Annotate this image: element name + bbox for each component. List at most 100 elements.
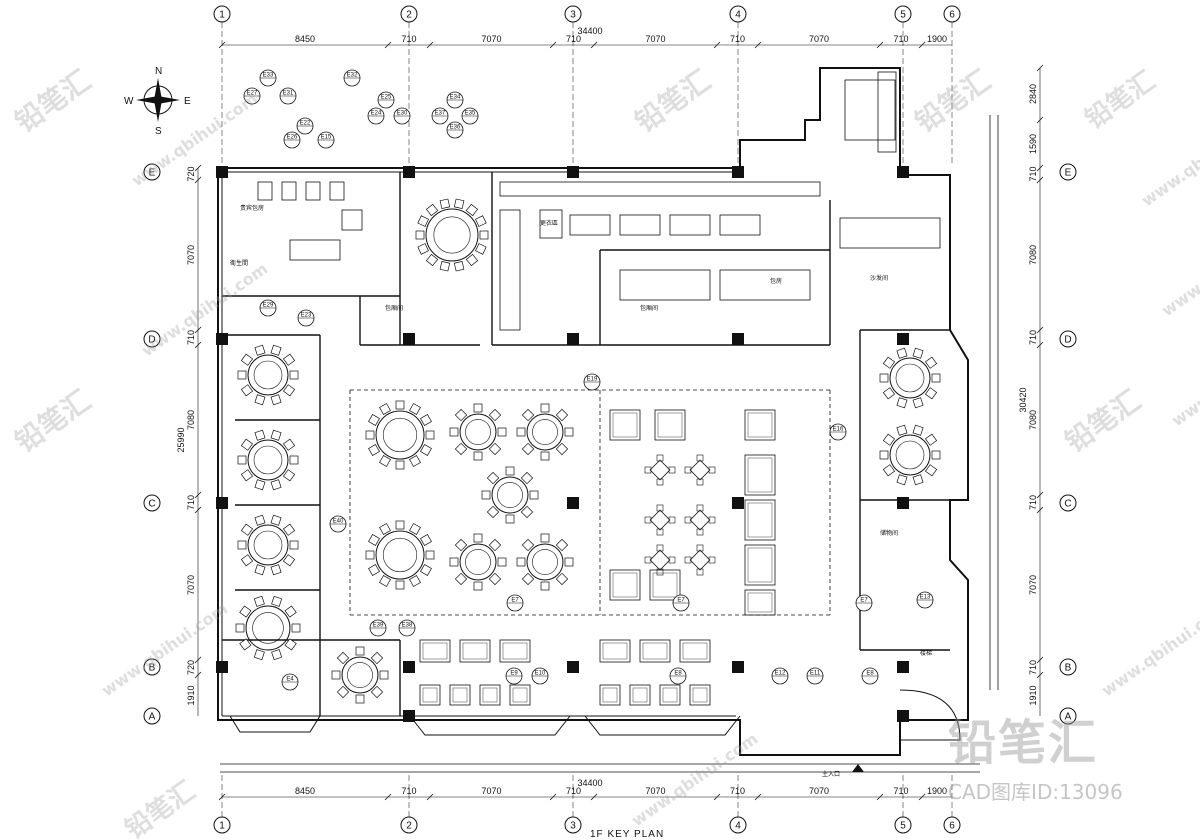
grid-col-3-bottom: 3 bbox=[564, 816, 582, 834]
dimension-label: 710 bbox=[893, 786, 908, 796]
elevation-tag-label: E7 bbox=[511, 598, 519, 604]
dimension-label: 710 bbox=[730, 34, 745, 44]
booth-seat bbox=[747, 457, 773, 493]
elevation-tag-label: E36 bbox=[450, 125, 461, 131]
grid-row-A-right: A bbox=[1059, 707, 1077, 725]
grid-row-D-left-label: D bbox=[148, 335, 155, 346]
room-label: 包厢间 bbox=[640, 304, 658, 312]
grid-row-D-right: D bbox=[1059, 330, 1077, 348]
elevation-tag: E8 bbox=[861, 667, 879, 685]
elevation-tag-label: E25 bbox=[381, 95, 392, 101]
elevation-tag: E22 bbox=[296, 117, 314, 135]
round-table bbox=[365, 520, 435, 590]
dimension-label: 7070 bbox=[809, 34, 829, 44]
elevation-tag: E13 bbox=[916, 591, 934, 609]
booth bbox=[509, 684, 531, 706]
structural-column bbox=[403, 333, 415, 345]
elevation-tag: E4 bbox=[281, 673, 299, 691]
elevation-tag-label: E39 bbox=[373, 623, 384, 629]
round-dining-tables bbox=[235, 198, 941, 704]
round-table bbox=[879, 347, 941, 409]
elevation-tag: E25 bbox=[377, 91, 395, 109]
round-table bbox=[331, 646, 389, 704]
structural-column bbox=[216, 166, 228, 178]
elevation-tag-label: E13 bbox=[920, 595, 931, 601]
booth bbox=[654, 409, 686, 441]
elevation-tag: E30 bbox=[393, 107, 411, 125]
restroom-fixtures bbox=[257, 181, 363, 261]
elevation-tag: E7 bbox=[855, 594, 873, 612]
elevation-tag: E11 bbox=[806, 667, 824, 685]
structural-column bbox=[897, 333, 909, 345]
dimension-label: 1900 bbox=[927, 786, 947, 796]
dimension-label: 7070 bbox=[1028, 575, 1038, 595]
north-arrow: N S E W bbox=[124, 66, 191, 137]
structural-column bbox=[732, 497, 744, 509]
elevation-tag-label: E27 bbox=[247, 91, 258, 97]
booth bbox=[479, 684, 501, 706]
elevation-tag: E10 bbox=[531, 667, 549, 685]
square-table bbox=[684, 504, 716, 536]
elevation-tag-label: E15 bbox=[321, 135, 332, 141]
grid-row-B-left: B bbox=[143, 658, 161, 676]
north-label: N bbox=[155, 66, 162, 77]
elevation-tag-label: E37 bbox=[435, 111, 446, 117]
dimension-total: 25990 bbox=[176, 427, 186, 452]
booth bbox=[629, 684, 651, 706]
booth-seat bbox=[657, 412, 683, 438]
dimension-label: 1590 bbox=[1028, 134, 1038, 154]
booth-seat bbox=[602, 642, 628, 660]
elevation-tag-label: E30 bbox=[397, 111, 408, 117]
grid-col-2-top-label: 2 bbox=[406, 10, 412, 21]
elevation-tag-label: E33 bbox=[263, 73, 274, 79]
booth-seat bbox=[602, 687, 618, 703]
round-table bbox=[237, 344, 299, 406]
elevation-tag: E7 bbox=[672, 594, 690, 612]
grid-row-A-right-label: A bbox=[1065, 712, 1072, 723]
square-table bbox=[644, 544, 676, 576]
square-table bbox=[684, 454, 716, 486]
entrance-marker: 主入口 bbox=[822, 764, 864, 778]
grid-row-E-left: E bbox=[143, 163, 161, 181]
structural-column bbox=[897, 166, 909, 178]
dimension-total: 30420 bbox=[1018, 387, 1028, 412]
grid-col-1-top: 1 bbox=[213, 5, 231, 23]
grid-row-C-right: C bbox=[1059, 494, 1077, 512]
elevation-tag: E8 bbox=[669, 667, 687, 685]
booth-seat bbox=[632, 687, 648, 703]
grid-col-4-top-label: 4 bbox=[735, 10, 741, 21]
booth-seat bbox=[747, 547, 773, 583]
kitchen-counters bbox=[499, 71, 941, 331]
dimension-total: 34400 bbox=[577, 778, 602, 788]
room-label: 包厢间 bbox=[385, 304, 403, 312]
round-table bbox=[449, 533, 507, 591]
elevation-tag-label: E11 bbox=[810, 671, 821, 677]
booth bbox=[744, 544, 776, 586]
square-table bbox=[644, 504, 676, 536]
elevation-tag-label: E9 bbox=[510, 671, 518, 677]
drawing-title: 1F KEY PLAN bbox=[590, 829, 665, 840]
booth bbox=[599, 684, 621, 706]
structural-column bbox=[567, 333, 579, 345]
elevation-tag: E15 bbox=[317, 131, 335, 149]
dimension-label: 710 bbox=[566, 34, 581, 44]
booth bbox=[449, 684, 471, 706]
round-table bbox=[415, 198, 489, 272]
grid-col-4-bottom: 4 bbox=[729, 816, 747, 834]
booth-seating bbox=[419, 409, 776, 706]
grid-col-4-top: 4 bbox=[729, 5, 747, 23]
dimension-label: 7070 bbox=[186, 575, 196, 595]
interior-walls bbox=[222, 172, 950, 716]
booth-seat bbox=[652, 572, 678, 598]
square-dining-tables bbox=[644, 454, 716, 576]
grid-col-2-top: 2 bbox=[400, 5, 418, 23]
elevation-tag-label: E19 bbox=[587, 377, 598, 383]
elevation-tag-label: E35 bbox=[465, 111, 476, 117]
